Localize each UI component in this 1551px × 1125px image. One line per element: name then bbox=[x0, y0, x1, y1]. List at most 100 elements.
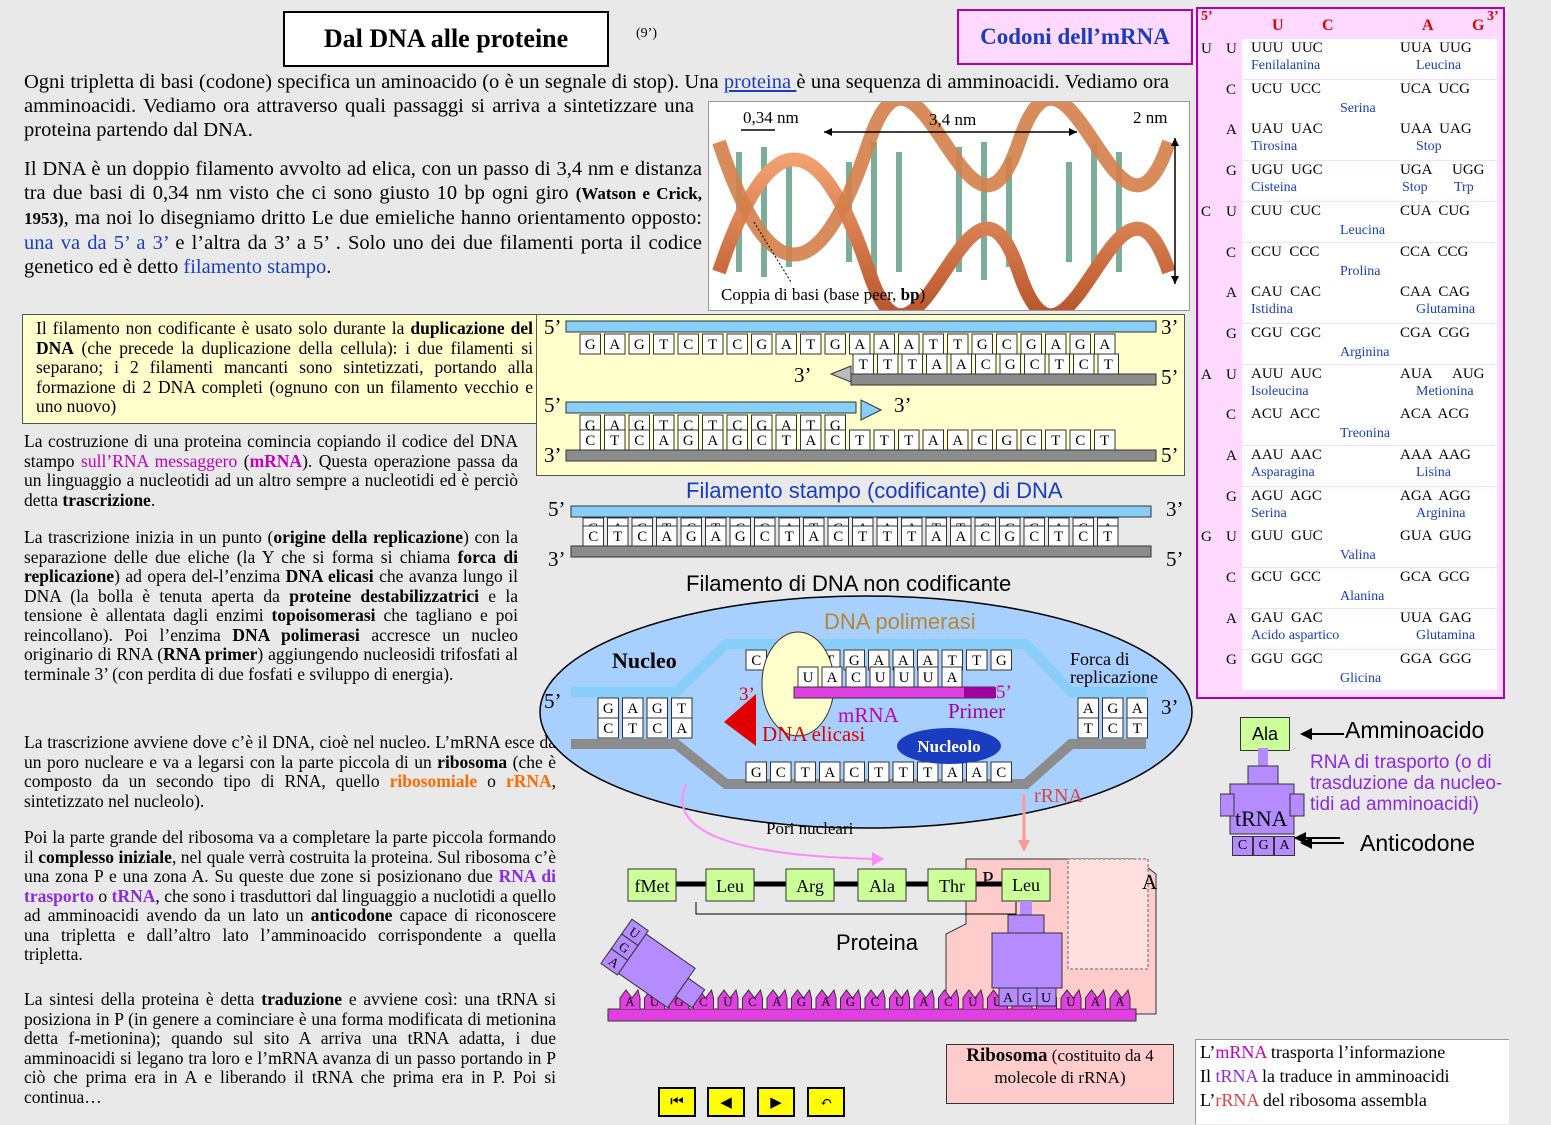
nuc-left-bottom-base: T bbox=[622, 717, 644, 739]
svg-text:C: C bbox=[980, 529, 990, 545]
trans-mrna-base: U bbox=[962, 988, 984, 1009]
ribosome-a-site bbox=[1067, 858, 1149, 970]
svg-text:T: T bbox=[929, 337, 938, 353]
svg-text:A: A bbox=[609, 337, 620, 353]
svg-text:C: C bbox=[603, 721, 613, 737]
duplication-note-text: Il filamento non codificante è usato sol… bbox=[36, 318, 533, 416]
svg-text:C: C bbox=[871, 994, 880, 1009]
svg-text:C: C bbox=[751, 653, 761, 669]
nuc-five-prime: 5’ bbox=[544, 689, 562, 713]
ds-bottom-base: A bbox=[803, 525, 825, 547]
codon-pair-1: ACU ACC bbox=[1251, 406, 1321, 423]
three-prime-label-2: 3’ bbox=[794, 363, 812, 387]
ds-five-prime-2: 5’ bbox=[1166, 547, 1184, 571]
codon-row-bg bbox=[1242, 405, 1497, 446]
dup1-top-base: G bbox=[971, 333, 993, 355]
trans-mrna-base: U bbox=[889, 988, 910, 1009]
label-2nm: 2 nm bbox=[1133, 108, 1168, 127]
svg-text:C: C bbox=[977, 433, 987, 449]
svg-text:C: C bbox=[833, 529, 843, 545]
three-prime-label: 3’ bbox=[1161, 315, 1179, 339]
citation: (Watson e Crick, 1953) bbox=[24, 184, 702, 228]
dup1-top-base: T bbox=[947, 333, 969, 355]
codon-row-bg bbox=[1242, 161, 1497, 202]
dup2-bottom-base: A bbox=[800, 429, 822, 451]
nav-first-button[interactable]: ⏮ bbox=[658, 1087, 696, 1117]
svg-text:C: C bbox=[634, 433, 644, 449]
dna-text-b: , ma noi lo disegniamo dritto Le due emi… bbox=[63, 207, 702, 229]
svg-text:G: G bbox=[1075, 337, 1086, 353]
svg-text:fMet: fMet bbox=[635, 876, 670, 896]
codon-second-base: U bbox=[1226, 529, 1237, 546]
svg-text:A: A bbox=[1003, 991, 1014, 1006]
label-34nm: 3,4 nm bbox=[929, 110, 977, 129]
dup2-bottom-base: C bbox=[579, 429, 601, 451]
nuc-mrna-base: A bbox=[821, 666, 843, 688]
legend-rrna: L’rRNA del ribosoma assembla bbox=[1200, 1090, 1427, 1110]
codon-row-bg bbox=[1242, 242, 1497, 283]
dup1-top-base: A bbox=[1045, 333, 1067, 355]
nav-prev-button[interactable]: ◀ bbox=[707, 1087, 745, 1117]
nuc-right-bottom-base: T bbox=[1126, 717, 1148, 739]
amminoacido-label: Amminoacido bbox=[1345, 717, 1485, 743]
nav-back-button[interactable]: ↶ bbox=[807, 1087, 845, 1117]
codon-pair-2: CAA CAG bbox=[1400, 284, 1471, 301]
svg-text:G: G bbox=[585, 337, 596, 353]
rna-legend: L’mRNA trasporta l’informazione Il tRNA … bbox=[1195, 1039, 1509, 1124]
svg-text:U: U bbox=[875, 670, 886, 686]
ds-bottom-base: C bbox=[1023, 525, 1045, 547]
col-a: A bbox=[1422, 17, 1434, 34]
svg-text:A: A bbox=[824, 765, 835, 781]
svg-text:U: U bbox=[993, 994, 1003, 1009]
codon-second-base: C bbox=[1226, 244, 1237, 261]
ds-bottom-base: C bbox=[827, 525, 849, 547]
codon-row-bg bbox=[1242, 323, 1497, 364]
legend-mrna: L’mRNA trasporta l’informazione bbox=[1200, 1042, 1446, 1062]
ds-three-prime: 3’ bbox=[1166, 497, 1184, 521]
svg-text:A: A bbox=[609, 418, 620, 434]
svg-text:T: T bbox=[801, 765, 810, 781]
svg-text:G: G bbox=[652, 701, 663, 717]
svg-text:G: G bbox=[830, 418, 841, 434]
svg-text:G: G bbox=[846, 994, 855, 1009]
svg-text:A: A bbox=[947, 670, 958, 686]
dup2-bottom-base: T bbox=[1094, 429, 1116, 451]
dup1-bottom-base: T bbox=[1048, 353, 1070, 375]
codon-pair-2: GCA GCG bbox=[1400, 569, 1471, 586]
codon-table-title: Codoni dell’mRNA bbox=[957, 9, 1193, 65]
dup1-top-base: G bbox=[1020, 333, 1042, 355]
protein-chain-aa: Thr bbox=[927, 868, 977, 902]
ds-bottom-base: A bbox=[925, 525, 947, 547]
codon-aa-1: Isoleucina bbox=[1251, 383, 1309, 399]
proteina-link[interactable]: proteina bbox=[723, 71, 797, 93]
mrna-label: mRNA bbox=[838, 703, 899, 727]
svg-text:A: A bbox=[879, 337, 890, 353]
dup1-top-base: A bbox=[1094, 333, 1116, 355]
svg-text:G: G bbox=[603, 701, 614, 717]
nuc-right-top-base: G bbox=[1102, 697, 1124, 719]
svg-text:A: A bbox=[661, 529, 672, 545]
svg-text:G: G bbox=[1107, 701, 1118, 717]
dup1-bottom-base: T bbox=[852, 353, 874, 375]
nuc-five-prime-mrna: 5’ bbox=[996, 682, 1012, 703]
nuc-mid-bottom-base: T bbox=[794, 761, 816, 783]
nuc-mrna-base: C bbox=[845, 666, 867, 688]
intro-paragraph-2: Il DNA è un doppio filamento avvolto ad … bbox=[24, 157, 702, 279]
svg-text:T: T bbox=[1133, 721, 1142, 737]
codon-pair-1: UGU UGC bbox=[1251, 162, 1323, 179]
codon-header-3: 3’ bbox=[1487, 9, 1499, 24]
svg-text:A: A bbox=[781, 337, 792, 353]
legend-anticodon-base: G bbox=[1253, 836, 1274, 856]
dup1-top-base: G bbox=[628, 333, 650, 355]
svg-text:T: T bbox=[677, 701, 686, 717]
label-034nm: 0,34 nm bbox=[743, 108, 799, 127]
codon-pair-2: UUA GAG bbox=[1400, 609, 1472, 626]
nav-next-button[interactable]: ▶ bbox=[757, 1087, 795, 1117]
dup2-bottom-base: A bbox=[947, 429, 969, 451]
nuc-mid-top-base: T bbox=[966, 649, 988, 671]
svg-text:U: U bbox=[723, 994, 733, 1009]
ds-bottom-base: C bbox=[974, 525, 996, 547]
dup2-bottom-base: A bbox=[922, 429, 944, 451]
trans-mrna-base: A bbox=[913, 988, 935, 1009]
